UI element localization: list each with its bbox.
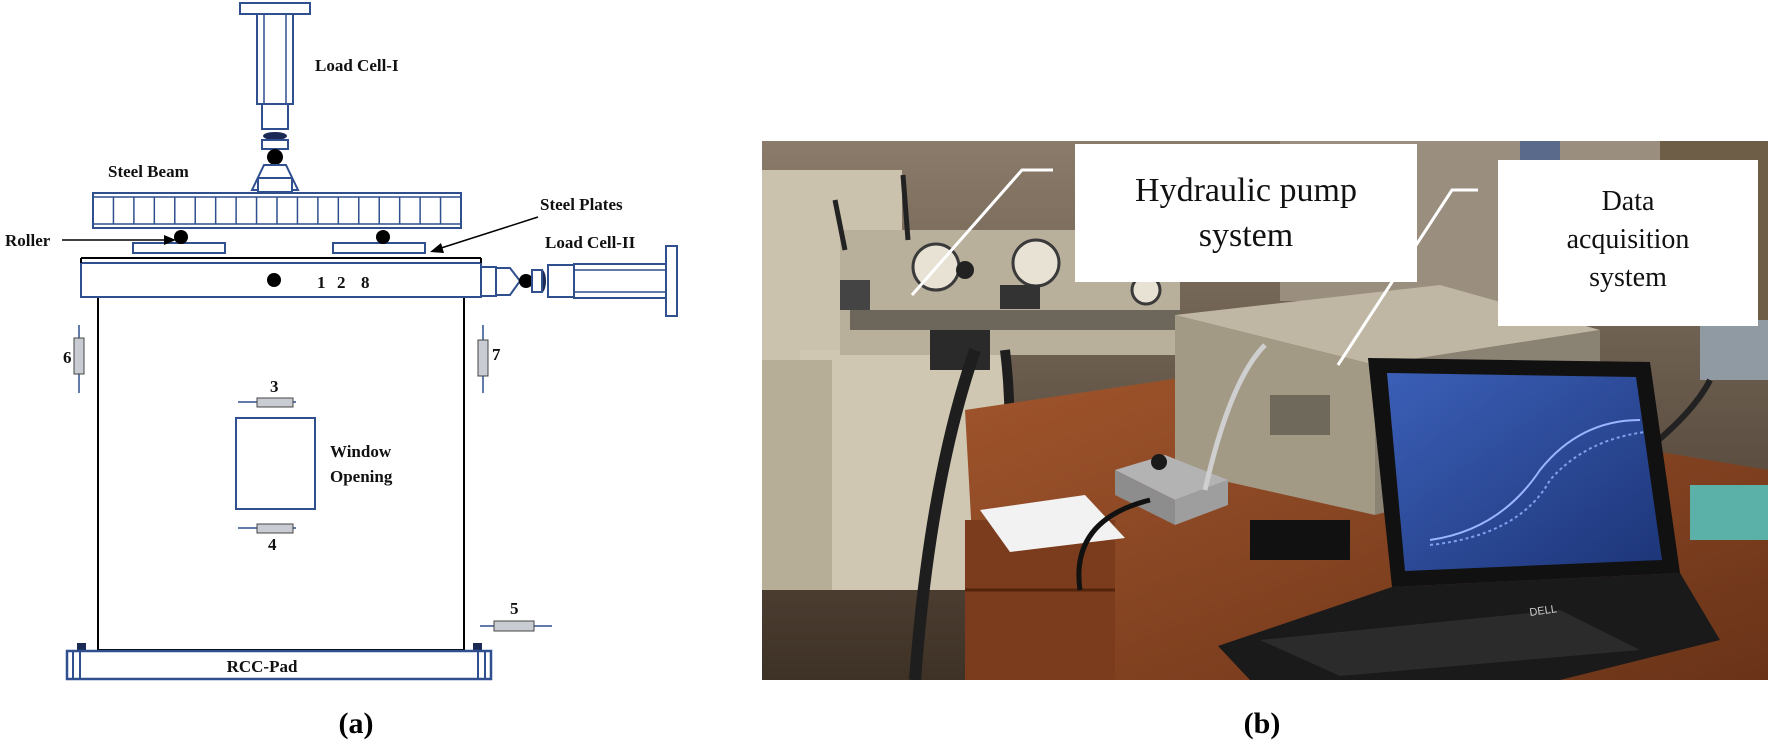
roller-arrow bbox=[62, 235, 176, 245]
callout-hydraulic-pump: Hydraulic pump system bbox=[1075, 144, 1417, 282]
roller-left bbox=[174, 230, 188, 244]
sensor-7-label: 7 bbox=[492, 345, 501, 364]
sensor-7 bbox=[477, 325, 489, 393]
steel-beam-label: Steel Beam bbox=[108, 162, 189, 181]
window-label-line2: Opening bbox=[330, 467, 393, 486]
rcc-pad-label: RCC-Pad bbox=[227, 657, 298, 676]
sensor-5 bbox=[480, 620, 552, 632]
photo-panel: DELL bbox=[762, 141, 1768, 680]
callout-daq-line3: system bbox=[1589, 262, 1667, 293]
sensor-3-label: 3 bbox=[270, 377, 279, 396]
caption-a: (a) bbox=[339, 707, 374, 740]
callout-pump-line1: Hydraulic pump bbox=[1135, 172, 1357, 209]
beam-marker-dot bbox=[267, 273, 281, 287]
laptop: DELL bbox=[1218, 358, 1720, 680]
callout-daq-line1: Data bbox=[1602, 186, 1655, 217]
sensor-6-label: 6 bbox=[63, 348, 72, 367]
roller-right bbox=[376, 230, 390, 244]
sensor-8-label: 8 bbox=[361, 273, 370, 292]
sensor-3 bbox=[238, 397, 296, 408]
steel-plate-right bbox=[332, 242, 426, 254]
caption-b: (b) bbox=[1244, 707, 1281, 740]
junction-box bbox=[1115, 454, 1228, 525]
sensor-4-label: 4 bbox=[268, 535, 277, 554]
load-cell-2-label: Load Cell-II bbox=[545, 233, 636, 252]
steel-plates-arrow bbox=[430, 216, 539, 253]
roller-label: Roller bbox=[5, 231, 51, 250]
laptop-screen bbox=[1387, 373, 1662, 571]
steel-plate-left bbox=[132, 242, 226, 254]
sensor-2-label: 2 bbox=[337, 273, 346, 292]
rcc-pad bbox=[65, 649, 493, 681]
load-cell-2-assembly bbox=[480, 245, 678, 317]
panel-a-schematic: Load Cell-I Steel Beam Roller Steel Plat… bbox=[5, 2, 678, 681]
sensor-1-label: 1 bbox=[317, 273, 326, 292]
beam-stiffeners bbox=[112, 197, 442, 224]
load-cell-1-label: Load Cell-I bbox=[315, 56, 399, 75]
callout-data-acquisition: Data acquisition system bbox=[1498, 160, 1758, 326]
callout-pump-line2: system bbox=[1199, 217, 1293, 254]
load-cell-1-assembly bbox=[239, 2, 311, 193]
window-label-line1: Window bbox=[330, 442, 392, 461]
sensor-6 bbox=[73, 325, 85, 393]
sensor-5-label: 5 bbox=[510, 599, 519, 618]
sensor-4 bbox=[238, 523, 296, 534]
steel-plates-label: Steel Plates bbox=[540, 195, 623, 214]
pump-leader-line bbox=[910, 168, 1053, 296]
steel-beam bbox=[92, 192, 462, 229]
laptop-brand: DELL bbox=[1529, 603, 1558, 619]
window-opening bbox=[235, 417, 316, 510]
callout-daq-line2: acquisition bbox=[1567, 224, 1690, 255]
daq-leader-line bbox=[1336, 188, 1478, 366]
